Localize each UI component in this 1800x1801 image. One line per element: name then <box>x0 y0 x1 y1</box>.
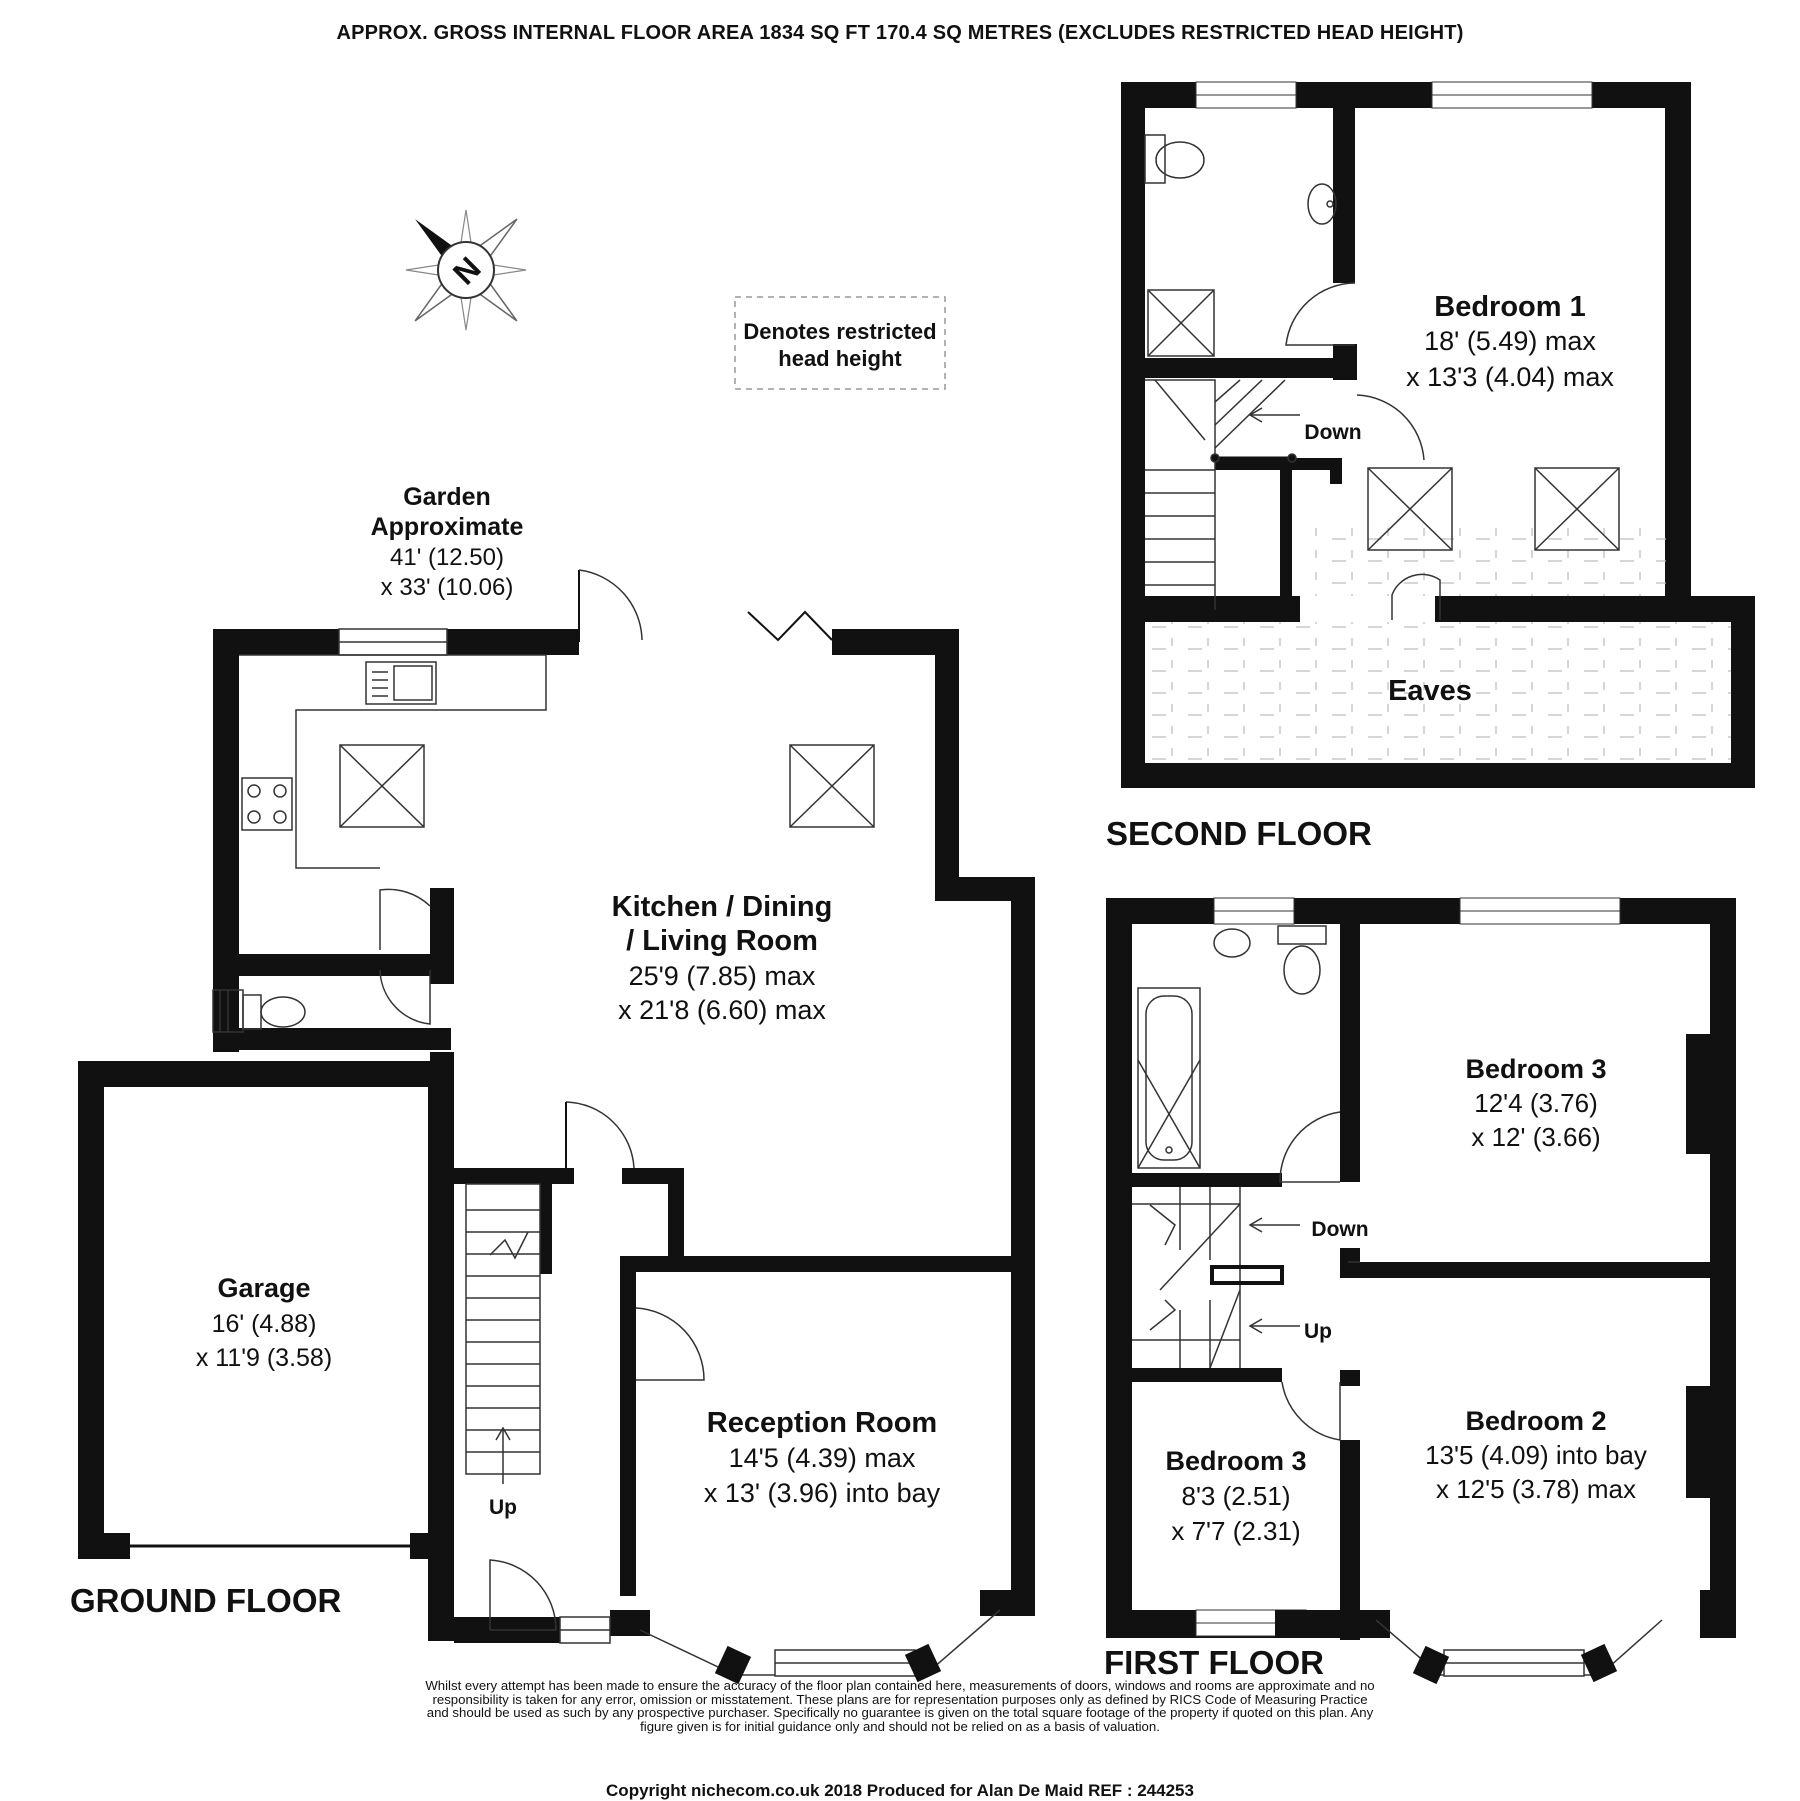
bedroom-1-label: Bedroom 1 18' (5.49) max x 13'3 (4.04) m… <box>1406 291 1614 392</box>
kitchen-label: Kitchen / Dining / Living Room 25'9 (7.8… <box>612 891 833 1025</box>
bedroom-3-small-dim-2: x 7'7 (2.31) <box>1171 1516 1300 1546</box>
first-floor-title: FIRST FLOOR <box>1104 1644 1324 1681</box>
first-floor-bay-walls <box>1412 1643 1618 1685</box>
garden-dim-2: x 33' (10.06) <box>381 574 514 601</box>
ground-floor-extra-walls <box>714 1643 942 1685</box>
ground-floor-plan <box>78 629 1035 1643</box>
second-stair-down-label: Down <box>1304 421 1361 444</box>
reception-dim-1: 14'5 (4.39) max <box>729 1443 916 1473</box>
second-floor-title: SECOND FLOOR <box>1106 815 1372 852</box>
garage-name: Garage <box>217 1273 310 1303</box>
eaves-label: Eaves <box>1388 675 1472 707</box>
bedroom-2-label: Bedroom 2 13'5 (4.09) into bay x 12'5 (3… <box>1425 1406 1647 1504</box>
first-stair-up-label: Up <box>1304 1320 1332 1343</box>
garden-dim-1: 41' (12.50) <box>390 544 504 571</box>
floor-area-header: APPROX. GROSS INTERNAL FLOOR AREA 1834 S… <box>336 22 1464 44</box>
bedroom-3-small-label: Bedroom 3 8'3 (2.51) x 7'7 (2.31) <box>1165 1446 1306 1546</box>
bedroom-1-dim-1: 18' (5.49) max <box>1424 326 1596 356</box>
reception-dim-2: x 13' (3.96) into bay <box>704 1478 941 1508</box>
ground-floor-details <box>130 569 1001 1677</box>
garden-label: Garden Approximate 41' (12.50) x 33' (10… <box>371 483 524 601</box>
legend-line-2: head height <box>778 346 902 371</box>
kitchen-dim-1: 25'9 (7.85) max <box>629 961 816 991</box>
disclaimer-text: Whilst every attempt has been made to en… <box>425 1678 1375 1734</box>
reception-name: Reception Room <box>707 1407 937 1439</box>
bedroom-2-name: Bedroom 2 <box>1465 1406 1606 1436</box>
bedroom-3-large-dim-1: 12'4 (3.76) <box>1474 1088 1598 1118</box>
ground-floor-title: GROUND FLOOR <box>70 1582 341 1619</box>
garage-dim-1: 16' (4.88) <box>212 1310 317 1338</box>
bedroom-1-dim-2: x 13'3 (4.04) max <box>1406 362 1614 392</box>
bedroom-3-large-dim-2: x 12' (3.66) <box>1471 1122 1600 1152</box>
garden-name-2: Approximate <box>371 513 524 541</box>
legend-line-1: Denotes restricted <box>743 319 936 344</box>
bedroom-3-small-dim-1: 8'3 (2.51) <box>1181 1481 1290 1511</box>
bedroom-2-dim-1: 13'5 (4.09) into bay <box>1425 1440 1647 1470</box>
copyright-line: Copyright nichecom.co.uk 2018 Produced f… <box>606 1781 1194 1800</box>
bedroom-3-large-label: Bedroom 3 12'4 (3.76) x 12' (3.66) <box>1465 1054 1606 1152</box>
bedroom-3-small-name: Bedroom 3 <box>1165 1446 1306 1476</box>
first-stair-down-label: Down <box>1311 1218 1368 1241</box>
bedroom-3-large-name: Bedroom 3 <box>1465 1054 1606 1084</box>
kitchen-dim-2: x 21'8 (6.60) max <box>618 995 826 1025</box>
bedroom-2-dim-2: x 12'5 (3.78) max <box>1436 1474 1636 1504</box>
garage-label: Garage 16' (4.88) x 11'9 (3.58) <box>196 1273 332 1372</box>
second-floor-details <box>1144 134 1620 620</box>
first-floor-details <box>1132 925 1663 1677</box>
garden-name: Garden <box>403 483 491 511</box>
legend: Denotes restricted head height <box>734 296 946 390</box>
garage-dim-2: x 11'9 (3.58) <box>196 1344 332 1372</box>
bedroom-1-name: Bedroom 1 <box>1434 291 1585 323</box>
kitchen-name: Kitchen / Dining <box>612 891 833 923</box>
reception-label: Reception Room 14'5 (4.39) max x 13' (3.… <box>704 1407 941 1508</box>
ground-stair-up-label: Up <box>489 1496 517 1519</box>
kitchen-name-2: / Living Room <box>626 925 818 957</box>
second-floor-plan <box>1121 81 1755 788</box>
compass-icon: N <box>405 209 527 331</box>
